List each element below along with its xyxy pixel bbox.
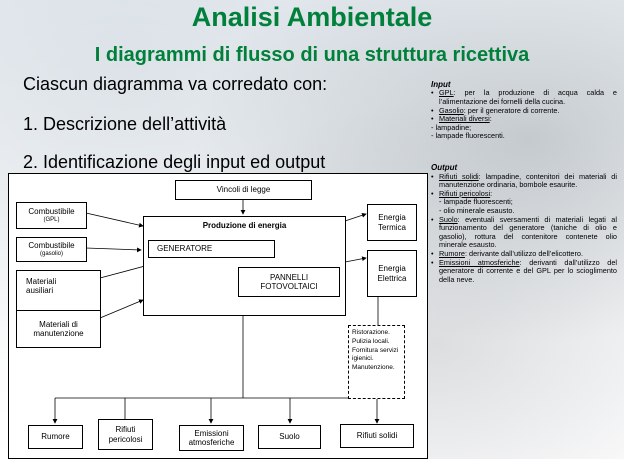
materiali-sub-2: - lampade fluorescenti. — [431, 131, 505, 141]
activity-notes-box: Ristorazione. Pulizia locali. Fornitura … — [348, 325, 405, 399]
vincoli-di-legge-box: Vincoli di legge — [175, 180, 312, 200]
input-gasolio: Gasolio: per il generatore di corrente. — [431, 106, 617, 116]
intro-item-2: 2. Identificazione degli input ed output — [23, 152, 326, 172]
materiali-sub-1: - lampadine; — [431, 122, 472, 132]
output-heading: Output — [431, 163, 458, 173]
output-emissioni: Emissioni atmosferiche: derivanti dall’u… — [431, 258, 617, 285]
intro-lead: Ciascun diagramma va corredato con: — [23, 74, 328, 94]
input-list: GPL: per la produzione di acqua calda e … — [431, 89, 617, 124]
slide-title: Analisi Ambientale — [191, 2, 433, 32]
output-suolo: Suolo: eventuali sversamenti di material… — [431, 215, 617, 250]
input-heading: Input — [431, 80, 451, 89]
produzione-energia-label: Produzione di energia — [202, 221, 287, 230]
produzione-energia-box: Produzione di energia — [143, 216, 346, 316]
combustibile-gasolio-box: Combustibile(gasolio) — [16, 237, 87, 262]
output-rumore-box: Rumore — [28, 425, 83, 449]
output-rifiuti-solidi: Rifiuti solidi: lampadine, contenitori d… — [431, 172, 617, 190]
output-rifiuti-pericolosi: Rifiuti pericolosi: - lampade fluorescen… — [431, 189, 617, 216]
intro-item-1: 1. Descrizione dell’attività — [23, 114, 227, 134]
input-gpl: GPL: per la produzione di acqua calda e … — [431, 89, 617, 106]
output-list: Rifiuti solidi: lampadine, contenitori d… — [431, 172, 617, 285]
combustibile-gpl-box: Combustibile(GPL) — [16, 202, 87, 229]
output-suolo-box: Suolo — [258, 425, 321, 449]
generatore-box: GENERATORE — [148, 240, 275, 258]
side-description: Input GPL: per la produzione di acqua ca… — [431, 80, 617, 284]
output-rifiuti-solidi-box: Rifiuti solidi — [340, 424, 414, 448]
slide-subtitle: I diagrammi di flusso di una struttura r… — [94, 44, 530, 66]
input-materiali: Materiali diversi: — [431, 114, 617, 124]
output-rumore: Rumore: derivante dall’utilizzo dell’eli… — [431, 249, 617, 259]
